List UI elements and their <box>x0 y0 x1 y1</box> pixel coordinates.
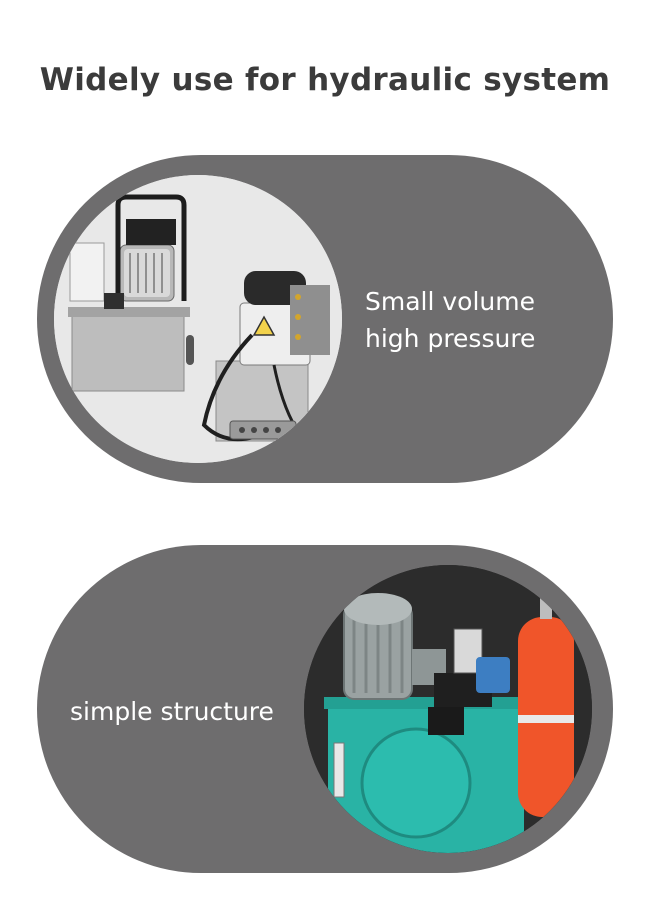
power-unit-illustration <box>304 565 592 853</box>
caption-line-1: Small volume <box>365 287 535 316</box>
feature-caption: Small volume high pressure <box>365 283 535 357</box>
caption-line-1: simple structure <box>70 697 274 726</box>
product-photo-pump-units <box>54 175 342 463</box>
page-title: Widely use for hydraulic system <box>39 62 611 98</box>
product-photo-power-unit <box>304 565 592 853</box>
pump-units-illustration <box>54 175 342 463</box>
feature-card-simple-structure: simple structure <box>37 545 613 873</box>
feature-card-small-volume: Small volume high pressure <box>37 155 613 483</box>
caption-line-2: high pressure <box>365 324 536 353</box>
feature-caption: simple structure <box>70 693 274 730</box>
